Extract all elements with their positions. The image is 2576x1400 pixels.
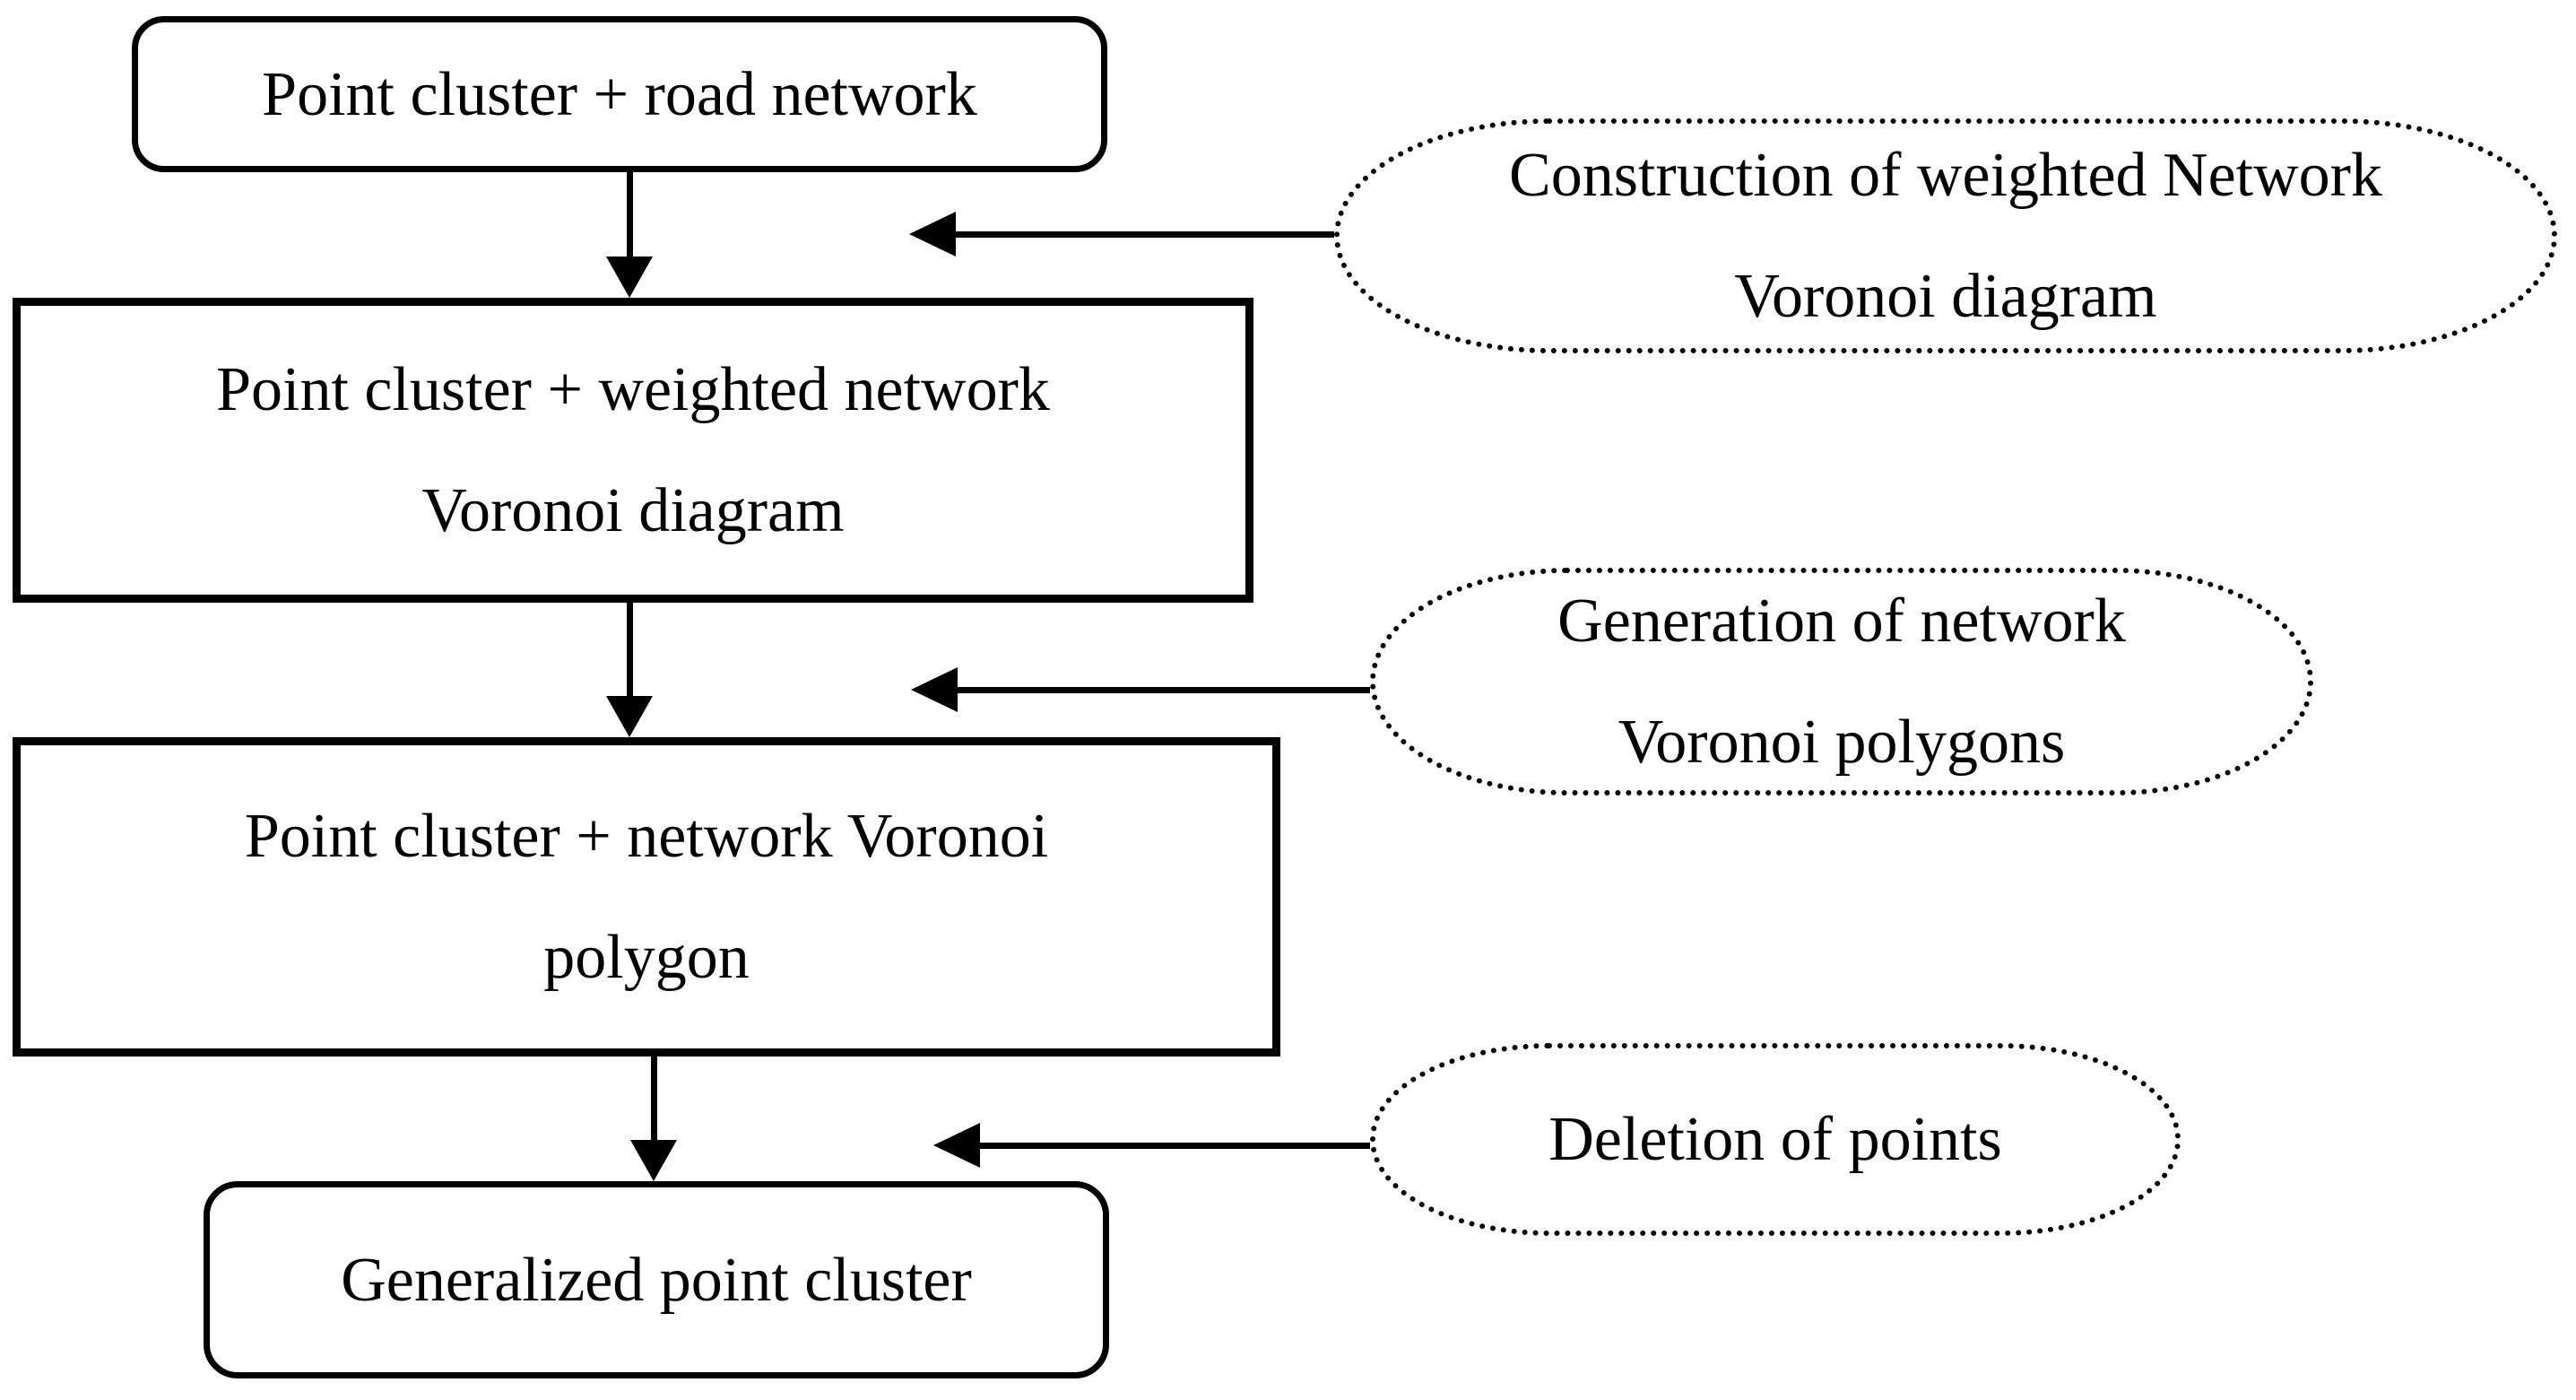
annotation-label-line2: Voronoi diagram (1734, 262, 2157, 331)
flow-arrowhead-down-1 (606, 257, 653, 298)
annotation-arrowhead-left-3 (933, 1123, 980, 1168)
annotation-arrow-line-1 (954, 231, 1334, 238)
flow-arrow-line-3 (651, 1057, 657, 1142)
annotation-arrowhead-left-2 (911, 667, 958, 712)
flow-arrow-line-1 (627, 172, 633, 258)
flow-arrowhead-down-3 (630, 1140, 677, 1181)
node-label-line1: Point cluster + network Voronoi (244, 802, 1049, 871)
flow-arrowhead-down-2 (606, 696, 653, 737)
node-label-line2: polygon (543, 923, 750, 992)
annotation-arrow-line-2 (958, 687, 1370, 693)
node-label-line1: Point cluster + weighted network (216, 355, 1050, 424)
node-point-cluster-network-voronoi-polygon: Point cluster + network Voronoi polygon (13, 737, 1280, 1057)
node-point-cluster-road-network: Point cluster + road network (132, 16, 1107, 172)
annotation-generation-of-network-voronoi-polygons: Generation of network Voronoi polygons (1370, 568, 2313, 796)
annotation-deletion-of-points: Deletion of points (1370, 1043, 2181, 1236)
node-label-line2: Voronoi diagram (421, 476, 845, 545)
annotation-arrow-line-3 (980, 1143, 1370, 1149)
flow-arrow-line-2 (627, 603, 633, 696)
node-generalized-point-cluster: Generalized point cluster (204, 1181, 1109, 1378)
annotation-label: Deletion of points (1548, 1105, 2002, 1174)
annotation-label-line1: Construction of weighted Network (1509, 141, 2382, 210)
annotation-label-line1: Generation of network (1557, 587, 2126, 656)
annotation-label-line2: Voronoi polygons (1618, 708, 2066, 777)
annotation-construction-of-weighted-network-voronoi: Construction of weighted Network Voronoi… (1334, 118, 2557, 353)
node-label: Generalized point cluster (341, 1245, 972, 1315)
node-point-cluster-weighted-network-voronoi: Point cluster + weighted network Voronoi… (13, 298, 1253, 603)
annotation-arrowhead-left-1 (909, 212, 956, 257)
node-label: Point cluster + road network (262, 59, 977, 129)
